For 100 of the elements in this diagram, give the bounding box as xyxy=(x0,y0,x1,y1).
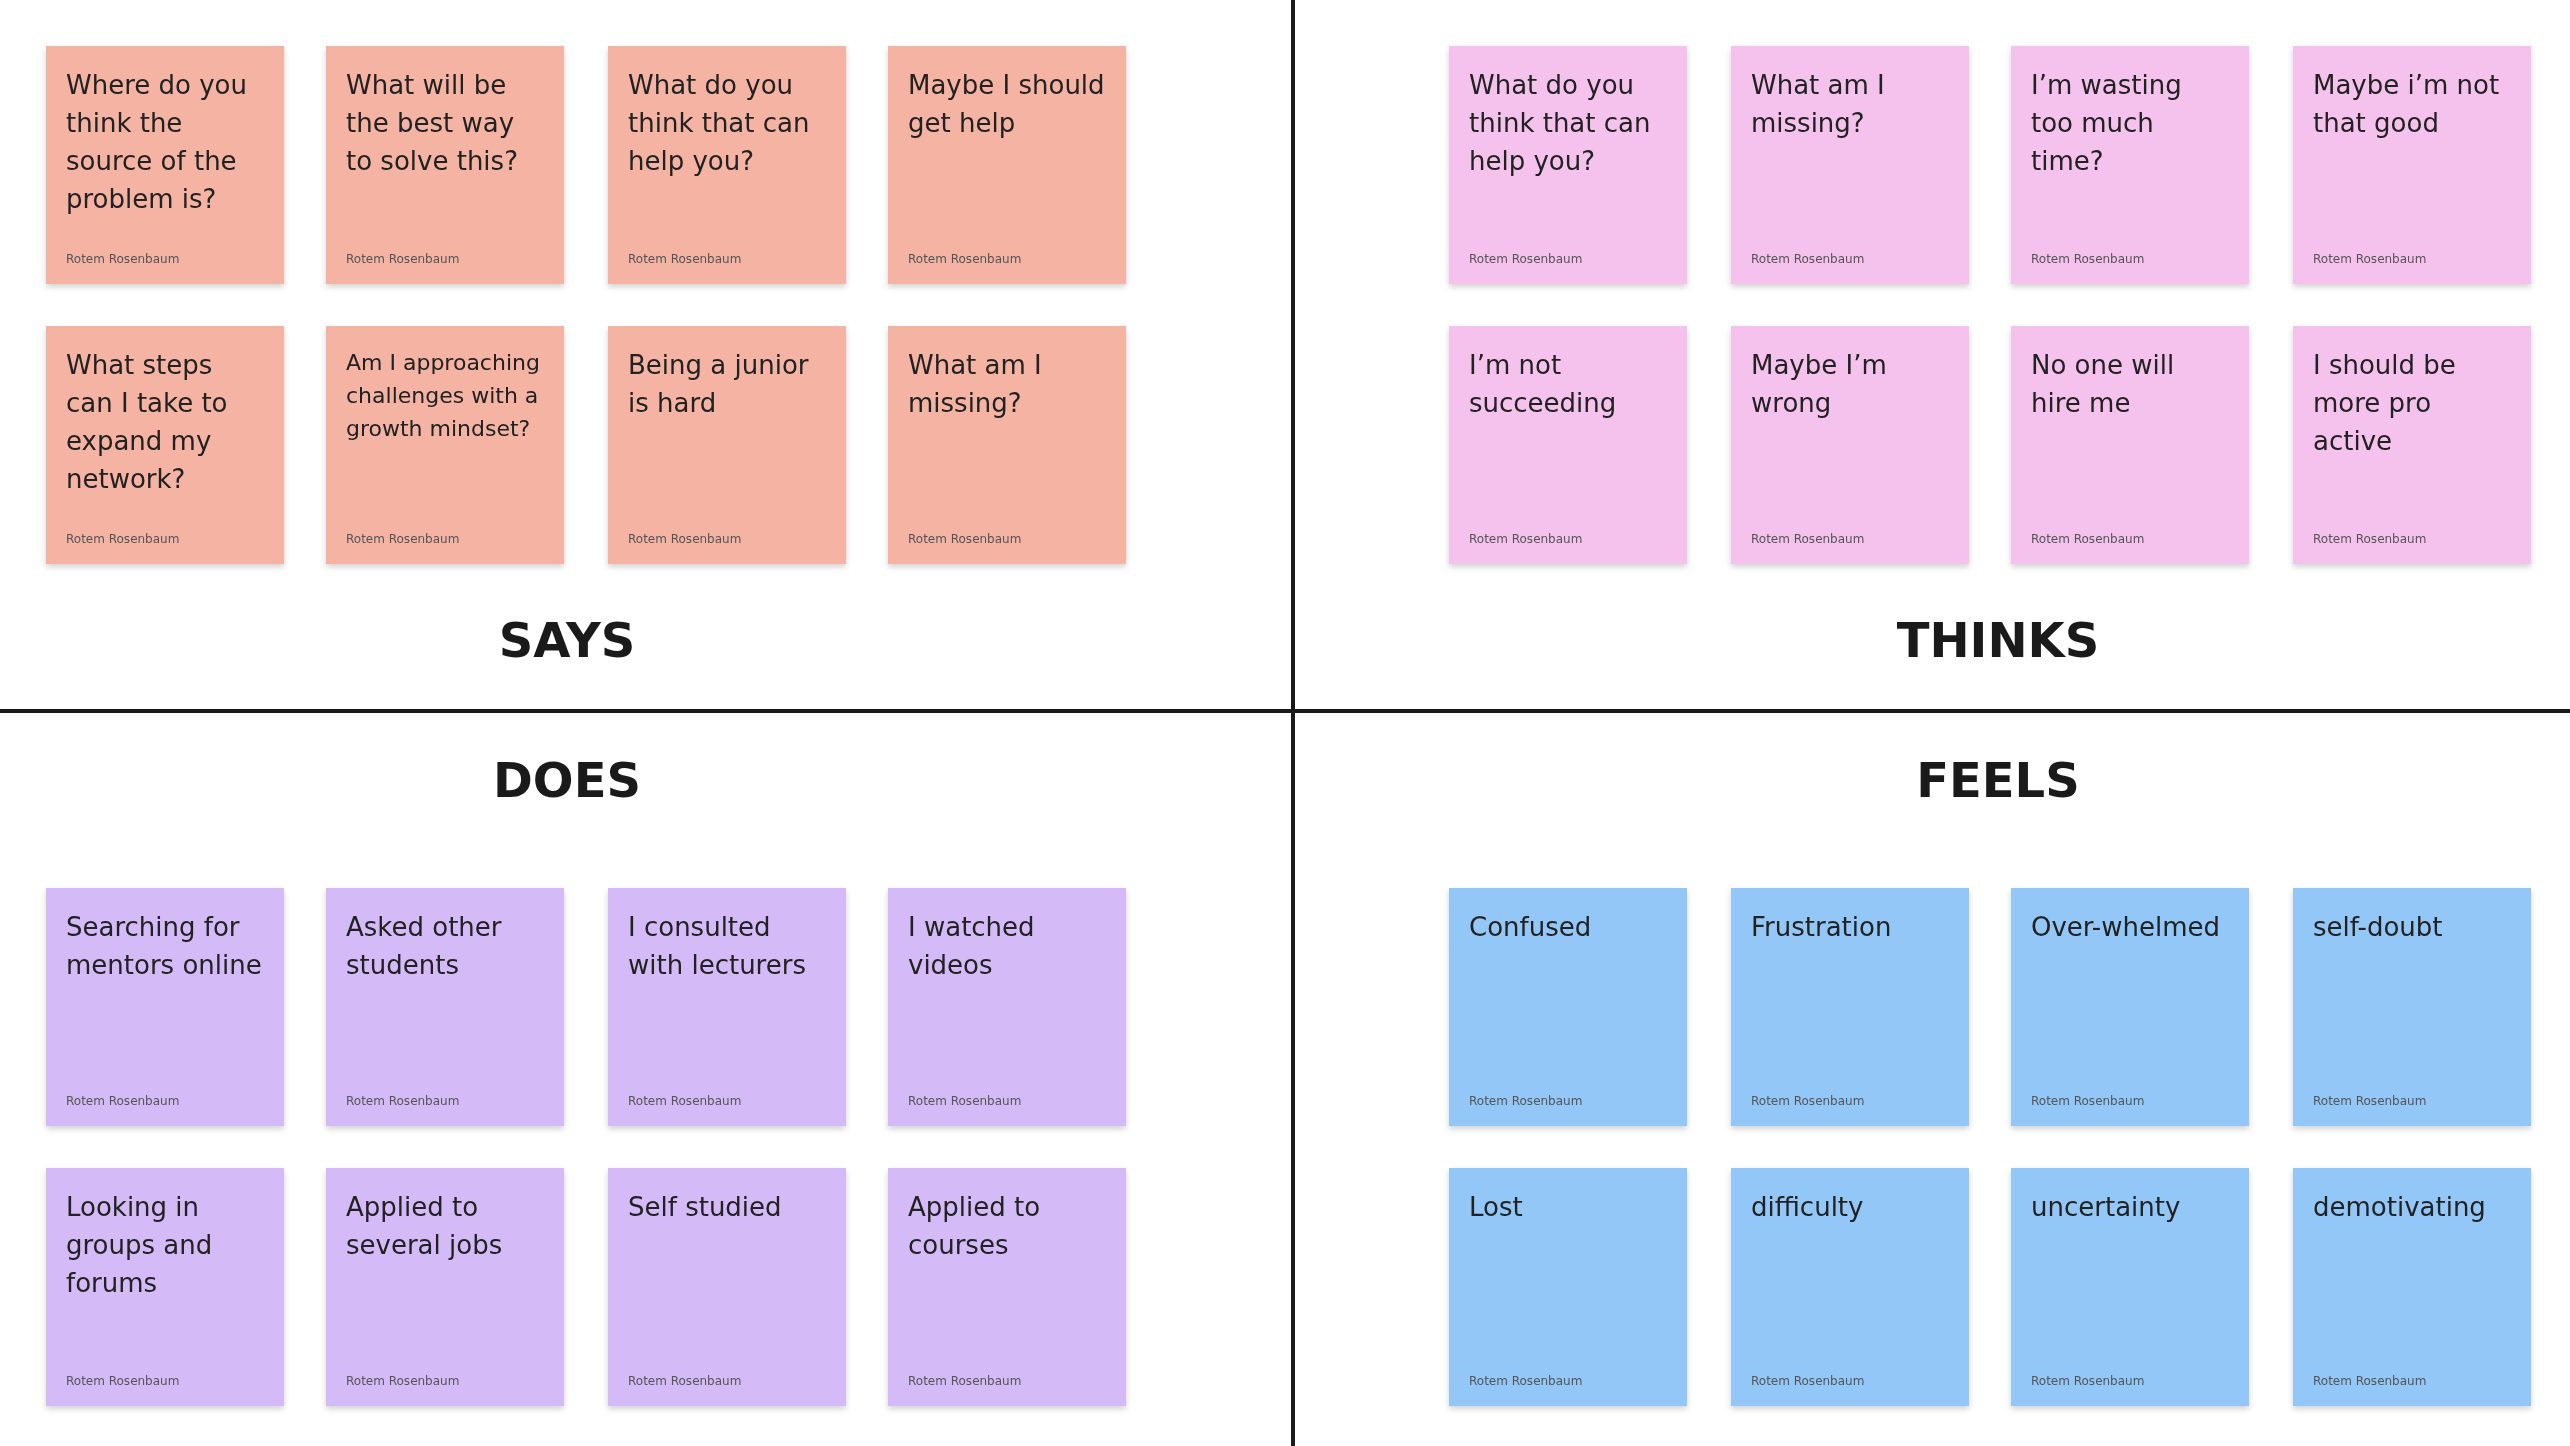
note-text: Confused xyxy=(1469,911,1593,944)
note-text: No one will hire me xyxy=(2031,349,2176,420)
sticky-note xyxy=(1449,326,1687,564)
sticky-note xyxy=(1731,46,1969,284)
author-name: Rotem Rosenbaum xyxy=(2031,1094,2145,1108)
note-text: self-doubt xyxy=(2313,911,2444,944)
author-name: Rotem Rosenbaum xyxy=(908,532,1022,546)
sticky-note xyxy=(608,888,846,1126)
author-name: Rotem Rosenbaum xyxy=(1751,1374,1865,1388)
author-name: Rotem Rosenbaum xyxy=(346,1094,460,1108)
note-text: What will be the best way to solve this? xyxy=(346,69,519,178)
author-name: Rotem Rosenbaum xyxy=(346,1374,460,1388)
note-text: demotivating xyxy=(2313,1191,2487,1224)
sticky-note xyxy=(326,888,564,1126)
note-text: Applied to several jobs xyxy=(346,1191,504,1262)
sticky-note xyxy=(888,1168,1126,1406)
sticky-note xyxy=(2293,1168,2531,1406)
note-text: What am I missing? xyxy=(908,349,1043,420)
author-name: Rotem Rosenbaum xyxy=(2031,532,2145,546)
sticky-note xyxy=(1449,888,1687,1126)
sticky-note xyxy=(888,888,1126,1126)
author-name: Rotem Rosenbaum xyxy=(1469,1094,1583,1108)
note-text: What do you think that can help you? xyxy=(628,69,811,178)
note-text: Over-whelmed xyxy=(2031,911,2222,944)
note-text: Asked other students xyxy=(346,911,503,982)
note-text: Looking in groups and forums xyxy=(66,1191,214,1300)
sticky-note xyxy=(2293,46,2531,284)
quadrant-heading: SAYS xyxy=(498,612,636,668)
note-text: Applied to courses xyxy=(908,1191,1042,1262)
note-text: Being a junior is hard xyxy=(628,349,810,420)
author-name: Rotem Rosenbaum xyxy=(908,252,1022,266)
note-text: Maybe I’m wrong xyxy=(1751,349,1888,420)
note-text: uncertainty xyxy=(2031,1191,2182,1224)
sticky-note xyxy=(46,46,284,284)
author-name: Rotem Rosenbaum xyxy=(66,252,180,266)
author-name: Rotem Rosenbaum xyxy=(1751,532,1865,546)
note-text: Maybe I should get help xyxy=(908,69,1106,140)
quadrant-heading: DOES xyxy=(493,752,641,808)
note-text: What do you think that can help you? xyxy=(1469,69,1652,178)
sticky-note xyxy=(2011,46,2249,284)
author-name: Rotem Rosenbaum xyxy=(2313,1374,2427,1388)
author-name: Rotem Rosenbaum xyxy=(346,252,460,266)
note-text: Self studied xyxy=(628,1191,783,1224)
sticky-note xyxy=(2011,888,2249,1126)
author-name: Rotem Rosenbaum xyxy=(628,1094,742,1108)
author-name: Rotem Rosenbaum xyxy=(2031,252,2145,266)
sticky-note xyxy=(608,1168,846,1406)
author-name: Rotem Rosenbaum xyxy=(628,1374,742,1388)
note-text: What steps can I take to expand my network? xyxy=(66,349,229,496)
sticky-note xyxy=(2293,888,2531,1126)
sticky-note xyxy=(2293,326,2531,564)
author-name: Rotem Rosenbaum xyxy=(1751,1094,1865,1108)
sticky-note xyxy=(2011,326,2249,564)
quadrant-heading: THINKS xyxy=(1896,612,2100,668)
sticky-note xyxy=(608,46,846,284)
author-name: Rotem Rosenbaum xyxy=(1751,252,1865,266)
note-text: Searching for mentors online xyxy=(66,911,263,982)
author-name: Rotem Rosenbaum xyxy=(1469,252,1583,266)
sticky-note xyxy=(2011,1168,2249,1406)
author-name: Rotem Rosenbaum xyxy=(908,1094,1022,1108)
author-name: Rotem Rosenbaum xyxy=(2313,252,2427,266)
sticky-note xyxy=(888,46,1126,284)
sticky-note xyxy=(46,888,284,1126)
author-name: Rotem Rosenbaum xyxy=(628,252,742,266)
author-name: Rotem Rosenbaum xyxy=(66,1094,180,1108)
note-text: I watched videos xyxy=(908,911,1036,982)
sticky-note xyxy=(46,326,284,564)
sticky-note xyxy=(888,326,1126,564)
sticky-note xyxy=(326,326,564,564)
author-name: Rotem Rosenbaum xyxy=(2313,532,2427,546)
author-name: Rotem Rosenbaum xyxy=(1469,1374,1583,1388)
sticky-note xyxy=(326,46,564,284)
author-name: Rotem Rosenbaum xyxy=(2313,1094,2427,1108)
note-text: difficulty xyxy=(1751,1191,1865,1224)
sticky-note xyxy=(1731,326,1969,564)
note-text: I should be more pro active xyxy=(2313,349,2457,458)
author-name: Rotem Rosenbaum xyxy=(628,532,742,546)
author-name: Rotem Rosenbaum xyxy=(66,1374,180,1388)
sticky-note xyxy=(1449,1168,1687,1406)
note-text: Lost xyxy=(1469,1191,1524,1224)
sticky-note xyxy=(608,326,846,564)
author-name: Rotem Rosenbaum xyxy=(2031,1374,2145,1388)
sticky-note xyxy=(1731,888,1969,1126)
note-text: Where do you think the source of the problem is? xyxy=(66,69,248,216)
note-text: I consulted with lecturers xyxy=(628,911,807,982)
sticky-note xyxy=(1731,1168,1969,1406)
sticky-note xyxy=(1449,46,1687,284)
author-name: Rotem Rosenbaum xyxy=(66,532,180,546)
author-name: Rotem Rosenbaum xyxy=(346,532,460,546)
note-text: Frustration xyxy=(1751,911,1893,944)
note-text: Am I approaching challenges with a growth mindset? xyxy=(346,349,541,443)
note-text: I’m not succeeding xyxy=(1469,349,1618,420)
sticky-note xyxy=(326,1168,564,1406)
note-text: Maybe i’m not that good xyxy=(2313,69,2501,140)
quadrant-heading: FEELS xyxy=(1916,752,2080,808)
note-text: What am I missing? xyxy=(1751,69,1886,140)
author-name: Rotem Rosenbaum xyxy=(908,1374,1022,1388)
author-name: Rotem Rosenbaum xyxy=(1469,532,1583,546)
note-text: I’m wasting too much time? xyxy=(2031,69,2183,178)
sticky-note xyxy=(46,1168,284,1406)
